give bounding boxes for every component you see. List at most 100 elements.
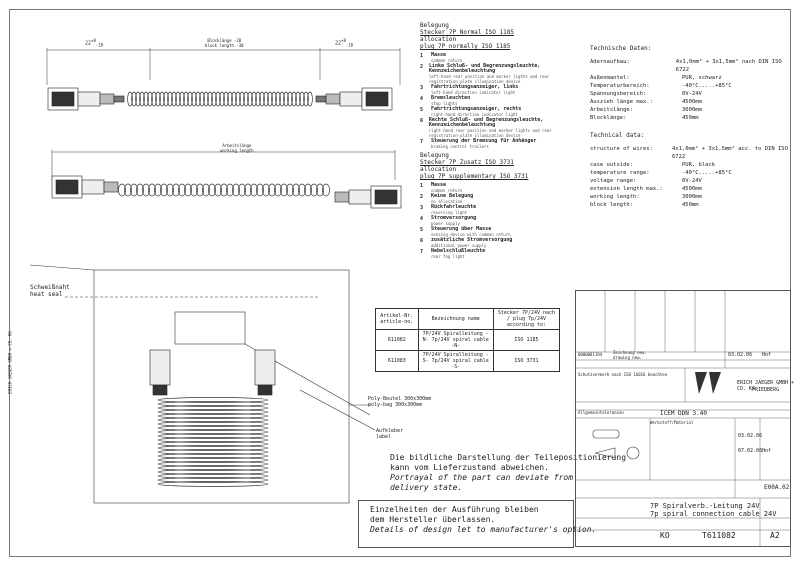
coil-loop bbox=[124, 183, 132, 197]
legend-item-de: Masse bbox=[431, 52, 447, 58]
tech-row: Arbeitslänge:3000mm bbox=[590, 106, 790, 114]
coil-loop bbox=[267, 91, 273, 107]
drawing-frame bbox=[9, 9, 791, 557]
coil-loop bbox=[157, 477, 269, 483]
legend-item-en: reversing light bbox=[431, 210, 468, 215]
tech-value: 4x1,0mm² + 3x1,5mm² acc. to DIN ISO 6722 bbox=[671, 146, 788, 160]
coil-loop bbox=[143, 91, 149, 107]
dim-right: 22+8-10 bbox=[335, 38, 354, 48]
coil-loop bbox=[303, 91, 309, 107]
tech-en-title: Technical data: bbox=[590, 132, 645, 139]
coil-loop bbox=[202, 183, 210, 197]
table-cell: ISO 1185 bbox=[492, 329, 561, 351]
coil-loop bbox=[159, 91, 165, 107]
coil-loop bbox=[322, 183, 330, 197]
legend2-title-en: allocation bbox=[420, 166, 457, 173]
tech-key: case outside: bbox=[590, 162, 634, 168]
coil-loop bbox=[131, 91, 137, 107]
coil-loop bbox=[292, 183, 300, 197]
legend-item-number: 6 bbox=[420, 118, 424, 124]
tech-value: 0V-24V bbox=[682, 178, 702, 184]
change-name: Hof bbox=[762, 352, 772, 358]
coil-loop bbox=[157, 413, 269, 419]
coil-loop bbox=[286, 183, 294, 197]
legend-item-de: Stromversorgung bbox=[431, 215, 477, 221]
tech-key: working length: bbox=[590, 194, 640, 200]
tech-value: 4500mm bbox=[682, 186, 702, 192]
tech-value: -40°C.....+85°C bbox=[682, 83, 732, 89]
tech-key: Arbeitslänge: bbox=[590, 107, 634, 113]
coil-loop bbox=[247, 91, 253, 107]
legend-item-de: Bremsleuchten bbox=[431, 95, 471, 101]
legend-item-number: 4 bbox=[420, 96, 424, 102]
coil-loop bbox=[172, 183, 180, 197]
tech-row: block length:450mm bbox=[590, 201, 790, 209]
coil-loop bbox=[157, 425, 269, 431]
working-cable-drawing bbox=[51, 150, 402, 209]
coil-loop bbox=[157, 405, 269, 411]
legend-item-en: common return bbox=[431, 188, 463, 193]
coil-loop bbox=[255, 91, 261, 107]
legend-item-number: 3 bbox=[420, 85, 424, 91]
coil-loop bbox=[157, 481, 269, 487]
coil-loop bbox=[215, 91, 221, 107]
tech-key: Temperaturbereich: bbox=[590, 83, 650, 89]
legend-item-number: 1 bbox=[420, 183, 424, 189]
tech-data-en: Technical data: structure of wires:4x1,0… bbox=[590, 132, 790, 209]
tech-key: block length: bbox=[590, 202, 634, 208]
tech-row: Adernaufbau:4x1,0mm² + 3x1,5mm² nach DIN… bbox=[590, 58, 790, 74]
coil-loop bbox=[219, 91, 225, 107]
tech-value: 0V-24V bbox=[682, 91, 702, 97]
coil-loop bbox=[191, 91, 197, 107]
coil-loop bbox=[295, 91, 301, 107]
coil-loop bbox=[208, 183, 216, 197]
tech-row: Auszieh länge max.:4500mm bbox=[590, 98, 790, 106]
tech-value: 450mm bbox=[682, 115, 699, 121]
checked-date: 07.02.06 bbox=[738, 448, 763, 454]
tech-row: Blocklänge:450mm bbox=[590, 114, 790, 122]
title-block-grid bbox=[575, 290, 791, 547]
title-block bbox=[575, 290, 791, 547]
coil-loop bbox=[142, 183, 150, 197]
coil-loop bbox=[291, 91, 297, 107]
coil-loop bbox=[287, 91, 293, 107]
legend-item-number: 1 bbox=[420, 53, 424, 59]
legend-item-de: Masse bbox=[431, 182, 447, 188]
tech-row: case outside: PUR, black bbox=[590, 161, 790, 169]
coil-loop bbox=[157, 397, 269, 403]
table-header: Stecker 7P/24V nach / plug 7p/24V accord… bbox=[492, 308, 561, 330]
coil-loop bbox=[157, 409, 269, 415]
drawing-title-en: 7p spiral connection cable 24V bbox=[650, 510, 777, 518]
legend-item-en: right-hand direction indicator light bbox=[431, 112, 518, 117]
legend1-standard-en: plug 7P normally ISO 1185 bbox=[420, 43, 511, 50]
note-positioning: Die bildliche Darstellung der Teileposit… bbox=[390, 453, 627, 492]
coil-loop bbox=[310, 183, 318, 197]
protection-note: Schutzvermerk nach ISO 16016 beachten bbox=[578, 372, 668, 377]
legend-item-en: sensing device with common return bbox=[431, 232, 511, 237]
coil-loop bbox=[148, 183, 156, 197]
coil-loop bbox=[187, 91, 193, 107]
coil-loop bbox=[199, 91, 205, 107]
legend-item-number: 5 bbox=[420, 107, 424, 113]
project-code: KO bbox=[660, 531, 670, 540]
coil-loop bbox=[157, 437, 269, 443]
coil-loop bbox=[157, 453, 269, 459]
tech-value: PUR, black bbox=[682, 162, 716, 168]
pin-allocation-legend: Belegung Stecker 7P Normal ISO 1185 allo… bbox=[420, 22, 580, 259]
change-description: Zeichnung neu.drawing new. bbox=[613, 350, 647, 360]
table-header: Artikel-Nr. article-no. bbox=[375, 308, 419, 330]
tech-data-de: Technische Daten: Adernaufbau:4x1,0mm² +… bbox=[590, 45, 790, 122]
coil-loop bbox=[190, 183, 198, 197]
coil-loop bbox=[238, 183, 246, 197]
coil-loop bbox=[280, 183, 288, 197]
legend-item-number: 3 bbox=[420, 205, 424, 211]
coil-loop bbox=[157, 429, 269, 435]
